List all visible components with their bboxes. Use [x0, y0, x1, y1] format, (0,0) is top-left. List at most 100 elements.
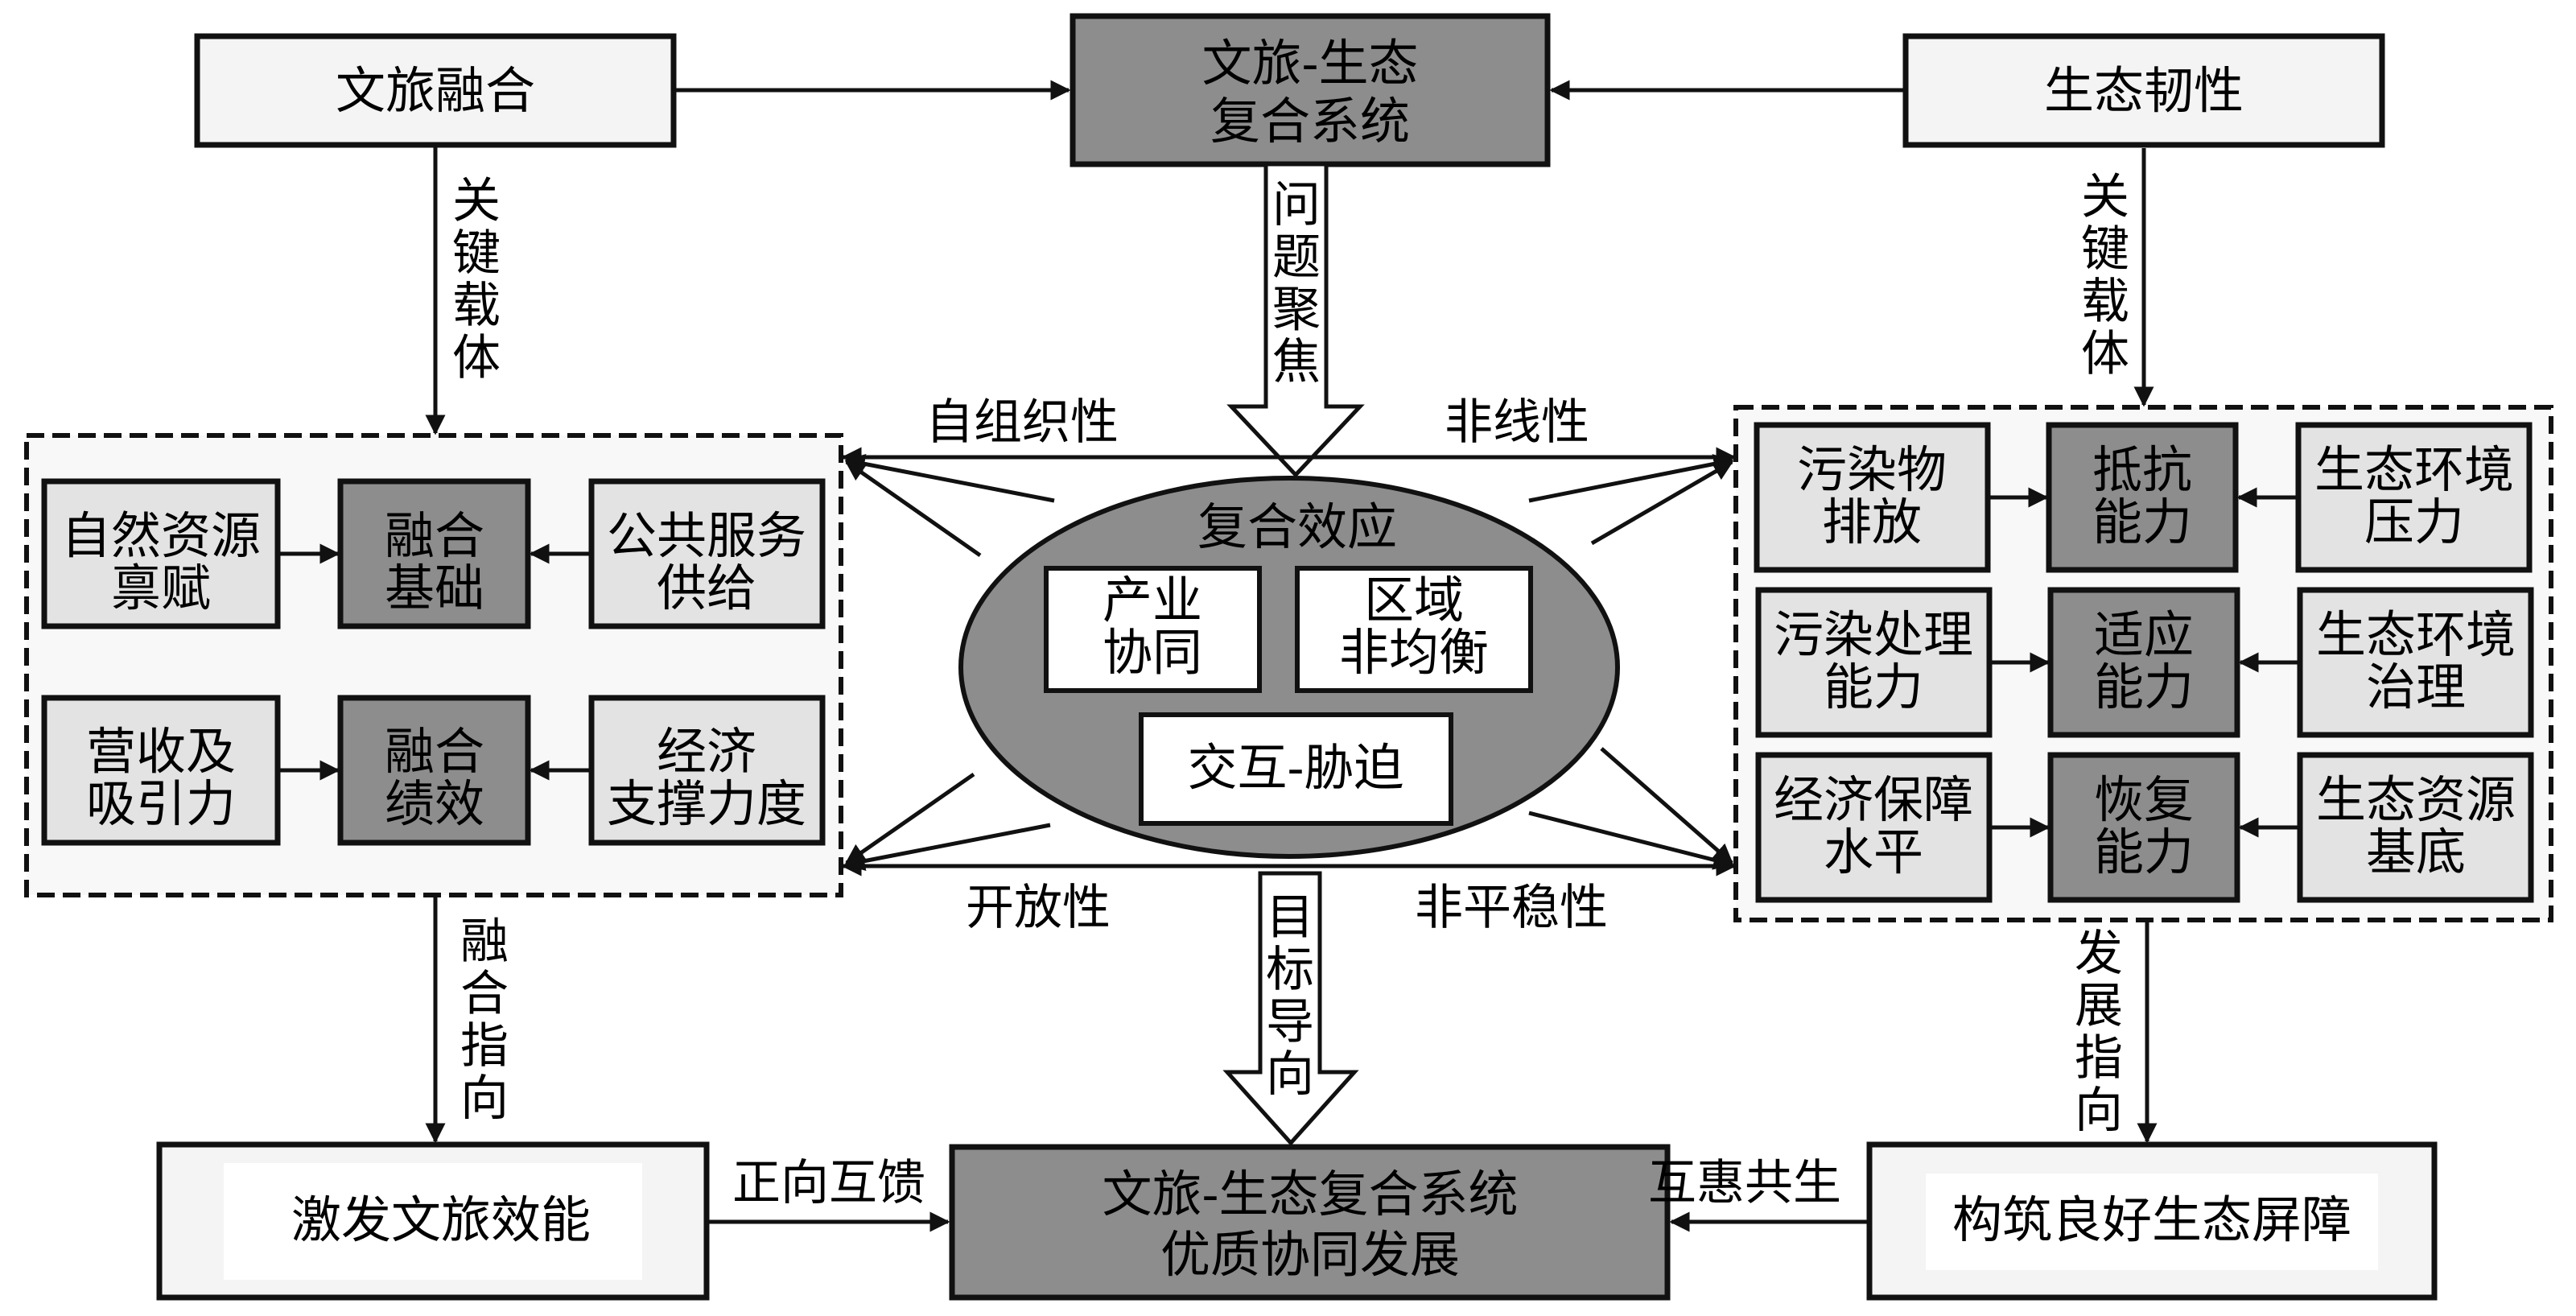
- bottom-left-label: 激发文旅效能: [291, 1190, 591, 1249]
- svg-text:指: 指: [2075, 1030, 2123, 1087]
- label-right-key-carrier: 关 键 载 体: [2081, 169, 2129, 382]
- svg-text:发: 发: [2075, 926, 2123, 982]
- bottom-left-box: 激发文旅效能: [156, 1141, 710, 1301]
- svg-text:营收及: 营收及: [86, 722, 236, 781]
- top-center-box: 文旅-生态 复合系统: [1070, 13, 1551, 167]
- svg-text:生态资源: 生态资源: [2316, 770, 2516, 829]
- svg-text:非均衡: 非均衡: [1339, 623, 1489, 682]
- svg-text:压力: 压力: [2364, 493, 2464, 551]
- svg-text:生态环境: 生态环境: [2316, 605, 2516, 664]
- svg-text:供给: 供给: [657, 559, 756, 617]
- svg-text:能力: 能力: [1824, 658, 1923, 716]
- svg-text:禀赋: 禀赋: [111, 559, 211, 617]
- left-row-2: 营收及 吸引力 融合 绩效 经济 支撑力度: [41, 695, 826, 846]
- svg-text:产业: 产业: [1103, 571, 1202, 629]
- svg-text:抵抗: 抵抗: [2092, 440, 2192, 499]
- left-row-1: 自然资源 禀赋 融合 基础 公共服务 供给: [41, 478, 826, 629]
- right-r1-core: [2046, 422, 2239, 573]
- composite-effect-ellipse: 复合效应 产业 协同 区域 非均衡 交互-胁迫: [958, 476, 1620, 859]
- svg-text:绩效: 绩效: [385, 774, 484, 833]
- svg-text:指: 指: [460, 1018, 509, 1075]
- svg-text:融合: 融合: [385, 722, 484, 781]
- svg-text:合: 合: [460, 966, 509, 1022]
- label-problem-focus: 问 题 聚 焦: [1272, 177, 1321, 390]
- label-openness: 开放性: [966, 880, 1111, 936]
- right-r2-input-left: [1755, 587, 1993, 738]
- top-left-box: 文旅融合: [194, 33, 677, 148]
- arrow-ellipse-to-right-top-b: [1590, 460, 1734, 546]
- svg-text:融: 融: [460, 914, 509, 970]
- hollow-arrow-goal-orientation: [1222, 871, 1359, 1146]
- svg-text:标: 标: [1266, 942, 1314, 998]
- svg-text:目: 目: [1266, 889, 1314, 946]
- arrow-ellipse-to-right-bottom-a: [1600, 747, 1733, 864]
- svg-text:键: 键: [452, 225, 501, 282]
- svg-text:聚: 聚: [1272, 282, 1321, 338]
- label-nonlinearity: 非线性: [1445, 394, 1589, 451]
- svg-text:协同: 协同: [1103, 623, 1202, 682]
- top-center-label-line1: 文旅-生态: [1202, 34, 1419, 93]
- svg-text:能力: 能力: [2094, 823, 2194, 881]
- svg-text:导: 导: [1266, 994, 1314, 1050]
- svg-text:融合: 融合: [385, 506, 484, 565]
- left-r2-core: [337, 695, 531, 846]
- svg-text:向: 向: [1266, 1046, 1314, 1103]
- bottom-center-label-line2: 优质协同发展: [1160, 1225, 1460, 1284]
- left-r2-input-left: [41, 695, 281, 846]
- right-row-3: 经济保障 水平 恢复 能力 生态资源 基底: [1755, 752, 2534, 903]
- svg-text:污染物: 污染物: [1797, 440, 1947, 499]
- svg-text:能力: 能力: [2092, 493, 2192, 551]
- svg-text:向: 向: [460, 1071, 509, 1127]
- svg-text:经济: 经济: [657, 722, 756, 781]
- svg-text:题: 题: [1272, 229, 1321, 286]
- label-left-key-carrier: 关 键 载 体: [452, 173, 501, 386]
- svg-text:支撑力度: 支撑力度: [607, 774, 806, 833]
- svg-text:污染处理: 污染处理: [1774, 605, 1973, 664]
- box-regional-imbalance: [1295, 566, 1533, 693]
- label-development-direction: 发 展 指 向: [2075, 926, 2123, 1139]
- label-integration-direction: 融 合 指 向: [460, 914, 509, 1127]
- svg-text:问: 问: [1272, 177, 1321, 233]
- svg-text:向: 向: [2075, 1083, 2123, 1139]
- bottom-center-box: 文旅-生态复合系统 优质协同发展: [949, 1144, 1671, 1301]
- svg-text:水平: 水平: [1824, 823, 1923, 881]
- right-r1-input-left: [1754, 422, 1991, 573]
- left-r2-input-right: [588, 695, 826, 846]
- svg-text:能力: 能力: [2094, 658, 2194, 716]
- left-r1-core: [337, 478, 531, 629]
- arrow-ellipse-to-right-top-a: [1528, 454, 1734, 503]
- arrow-ellipse-to-left-bottom-b: [844, 823, 1051, 871]
- svg-text:自然资源: 自然资源: [61, 506, 261, 565]
- right-r3-core: [2047, 752, 2240, 903]
- bottom-right-box: 构筑良好生态屏障: [1866, 1141, 2438, 1301]
- label-positive-feedback: 正向互馈: [732, 1155, 925, 1211]
- svg-text:恢复: 恢复: [2094, 770, 2194, 829]
- svg-text:适应: 适应: [2094, 605, 2194, 664]
- right-r2-input-right: [2297, 587, 2534, 738]
- svg-text:焦: 焦: [1272, 334, 1321, 390]
- svg-text:区域: 区域: [1364, 571, 1464, 629]
- svg-text:治理: 治理: [2366, 658, 2466, 716]
- label-goal-orientation: 目 标 导 向: [1266, 889, 1314, 1103]
- svg-text:排放: 排放: [1822, 493, 1922, 551]
- svg-text:基底: 基底: [2366, 823, 2466, 881]
- svg-text:载: 载: [452, 278, 501, 334]
- svg-text:体: 体: [452, 330, 501, 386]
- label-non-stationarity: 非平稳性: [1415, 880, 1608, 936]
- box-interaction-stress: [1139, 712, 1453, 826]
- top-right-box: 生态韧性: [1902, 33, 2385, 148]
- bottom-center-label-line1: 文旅-生态复合系统: [1103, 1165, 1519, 1223]
- svg-text:经济保障: 经济保障: [1774, 770, 1973, 829]
- svg-text:生态环境: 生态环境: [2314, 440, 2514, 499]
- arrow-ellipse-to-left-top-b: [844, 460, 982, 558]
- svg-text:载: 载: [2081, 274, 2129, 330]
- svg-text:关: 关: [452, 173, 501, 229]
- ellipse-title: 复合效应: [1197, 497, 1397, 556]
- svg-text:展: 展: [2075, 978, 2123, 1034]
- top-left-label: 文旅融合: [336, 61, 535, 120]
- top-right-label: 生态韧性: [2044, 61, 2244, 120]
- right-row-2: 污染处理 能力 适应 能力 生态环境 治理: [1755, 587, 2534, 738]
- box-industry-synergy: [1044, 566, 1262, 693]
- label-self-organization: 自组织性: [925, 394, 1119, 451]
